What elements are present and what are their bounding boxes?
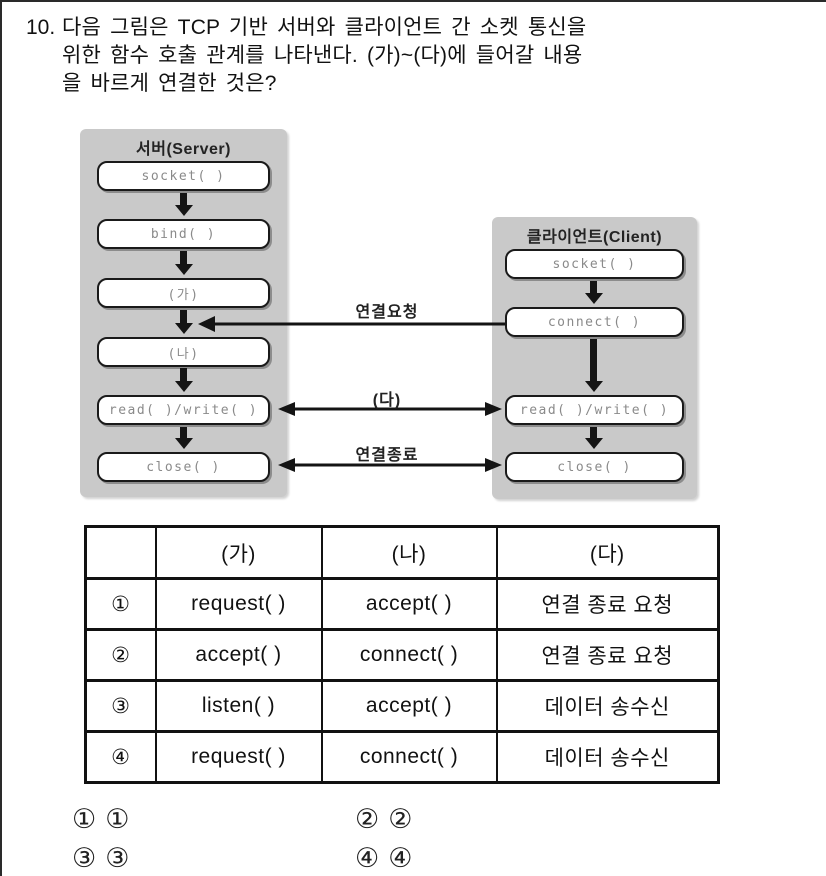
client-box-socket: socket( ) [505, 249, 684, 279]
header-da: (다) [495, 525, 720, 580]
client-panel-title: 클라이언트(Client) [526, 229, 663, 246]
down-arrow-icon [590, 281, 597, 294]
header-empty [84, 525, 157, 580]
down-arrow-icon [180, 193, 187, 206]
question-line: 다음 그림은 TCP 기반 서버와 클라이언트 간 소켓 통신을 [62, 16, 587, 39]
cell-da: 연결 종료 요청 [495, 577, 720, 631]
data-exchange-label: (다) [372, 392, 402, 409]
down-arrow-icon [180, 310, 187, 324]
connection-request-label: 연결요청 [355, 304, 419, 321]
down-arrow-icon [590, 427, 597, 439]
cell-ga: listen( ) [154, 679, 323, 733]
question-block: 10. 다음 그림은 TCP 기반 서버와 클라이언트 간 소켓 통신을 위한 … [26, 14, 806, 98]
server-panel-title: 서버(Server) [136, 141, 231, 158]
client-box-read-write: read( )/write( ) [505, 395, 684, 425]
row-number: ④ [84, 730, 157, 784]
client-box-close: close( ) [505, 452, 684, 482]
question-text: 다음 그림은 TCP 기반 서버와 클라이언트 간 소켓 통신을 위한 함수 호… [62, 14, 586, 98]
socket-flow-diagram: 서버(Server) socket( ) bind( ) (가) (나) rea… [2, 112, 826, 512]
option-value: ② [388, 804, 413, 834]
option-value: ① [105, 804, 130, 834]
question-line: 을 바르게 연결한 것은? [62, 72, 277, 95]
header-na: (나) [320, 525, 498, 580]
server-box-bind: bind( ) [97, 219, 270, 249]
down-arrow-icon [180, 368, 187, 382]
choices-table: (가) (나) (다) ① request( ) accept( ) 연결 종료… [84, 525, 720, 784]
table-row: ③ listen( ) accept( ) 데이터 송수신 [84, 679, 720, 733]
answer-option-3[interactable]: ③ ③ [72, 845, 129, 872]
table-row: ② accept( ) connect( ) 연결 종료 요청 [84, 628, 720, 682]
table-row: ④ request( ) connect( ) 데이터 송수신 [84, 730, 720, 784]
down-arrow-icon [590, 339, 597, 382]
question-number: 10. [26, 16, 56, 39]
cell-na: connect( ) [320, 730, 498, 784]
answer-option-1[interactable]: ① ① [72, 806, 129, 833]
server-panel: 서버(Server) socket( ) bind( ) (가) (나) rea… [80, 129, 287, 497]
option-value: ③ [105, 843, 130, 873]
cell-da: 데이터 송수신 [495, 679, 720, 733]
client-box-connect: connect( ) [505, 307, 684, 337]
cell-da: 연결 종료 요청 [495, 628, 720, 682]
table-header-row: (가) (나) (다) [84, 525, 720, 580]
option-value: ④ [388, 843, 413, 873]
server-box-socket: socket( ) [97, 161, 270, 191]
server-box-read-write: read( )/write( ) [97, 395, 270, 425]
row-number: ③ [84, 679, 157, 733]
option-marker: ② [355, 804, 380, 834]
cell-na: accept( ) [320, 679, 498, 733]
server-box-close: close( ) [97, 452, 270, 482]
down-arrow-icon [180, 251, 187, 265]
table-row: ① request( ) accept( ) 연결 종료 요청 [84, 577, 720, 631]
server-box-ga: (가) [97, 278, 270, 308]
cell-ga: accept( ) [154, 628, 323, 682]
down-arrow-icon [180, 427, 187, 439]
row-number: ② [84, 628, 157, 682]
row-number: ① [84, 577, 157, 631]
header-ga: (가) [154, 525, 323, 580]
option-marker: ④ [355, 843, 380, 873]
option-marker: ① [72, 804, 97, 834]
question-line: 위한 함수 호출 관계를 나타낸다. (가)~(다)에 들어갈 내용 [62, 44, 583, 67]
cell-ga: request( ) [154, 730, 323, 784]
client-panel: 클라이언트(Client) socket( ) connect( ) read(… [492, 217, 697, 499]
option-marker: ③ [72, 843, 97, 873]
cell-na: accept( ) [320, 577, 498, 631]
connection-close-label: 연결종료 [355, 447, 419, 464]
cell-da: 데이터 송수신 [495, 730, 720, 784]
cell-na: connect( ) [320, 628, 498, 682]
cell-ga: request( ) [154, 577, 323, 631]
answer-option-2[interactable]: ② ② [355, 806, 412, 833]
answer-option-4[interactable]: ④ ④ [355, 845, 412, 872]
server-box-na: (나) [97, 337, 270, 367]
